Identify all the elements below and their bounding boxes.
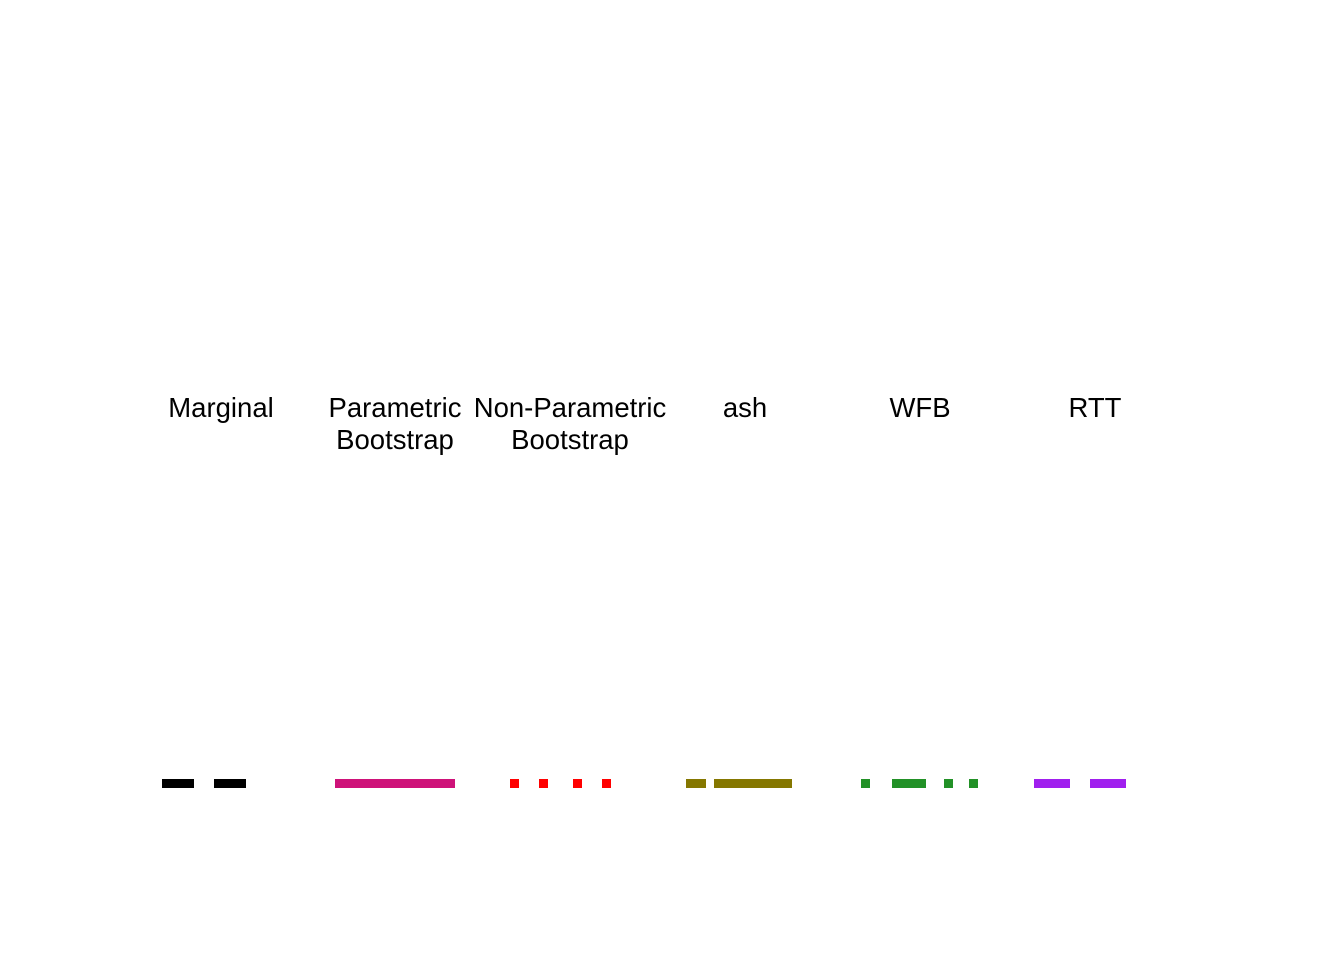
legend-key-segment [1090, 779, 1126, 788]
legend-key-segment [214, 779, 246, 788]
legend-key-segment [686, 779, 706, 788]
legend-key-ash [0, 770, 1344, 794]
legend-key-segment [539, 779, 548, 788]
legend-label-text: Non-Parametric [473, 392, 667, 423]
legend-label-text: Parametric [328, 392, 462, 423]
legend-label-marginal: Marginal [21, 392, 421, 424]
legend-label-rtt: RTT [895, 392, 1295, 424]
legend-key-segment [892, 779, 926, 788]
legend-key-non-parametric-bootstrap [0, 770, 1344, 794]
legend-key-segment [714, 779, 772, 788]
legend-label-ash: ash [545, 392, 945, 424]
legend-key-segment [162, 779, 194, 788]
legend-key-segment [510, 779, 519, 788]
legend-key-segment [861, 779, 870, 788]
legend-label-wfb: WFB [720, 392, 1120, 424]
legend-label-text: Bootstrap [511, 424, 629, 455]
legend-key-segment [602, 779, 611, 788]
legend-key-marginal [0, 770, 1344, 794]
legend-key-wfb [0, 770, 1344, 794]
legend-label-text: RTT [1068, 392, 1122, 423]
legend-label-text: WFB [889, 392, 951, 423]
legend-label-text: ash [722, 392, 768, 423]
legend-key-segment [969, 779, 978, 788]
legend-label-text: Bootstrap [336, 424, 454, 455]
legend-key-row [0, 770, 1344, 800]
legend-key-parametric-bootstrap [0, 770, 1344, 794]
legend-key-segment [335, 779, 455, 788]
legend-key-segment [573, 779, 582, 788]
legend-key-rtt [0, 770, 1344, 794]
legend-key-segment [944, 779, 953, 788]
legend-label-text: Marginal [168, 392, 274, 423]
legend-key-segment [772, 779, 792, 788]
legend-key-segment [1034, 779, 1070, 788]
